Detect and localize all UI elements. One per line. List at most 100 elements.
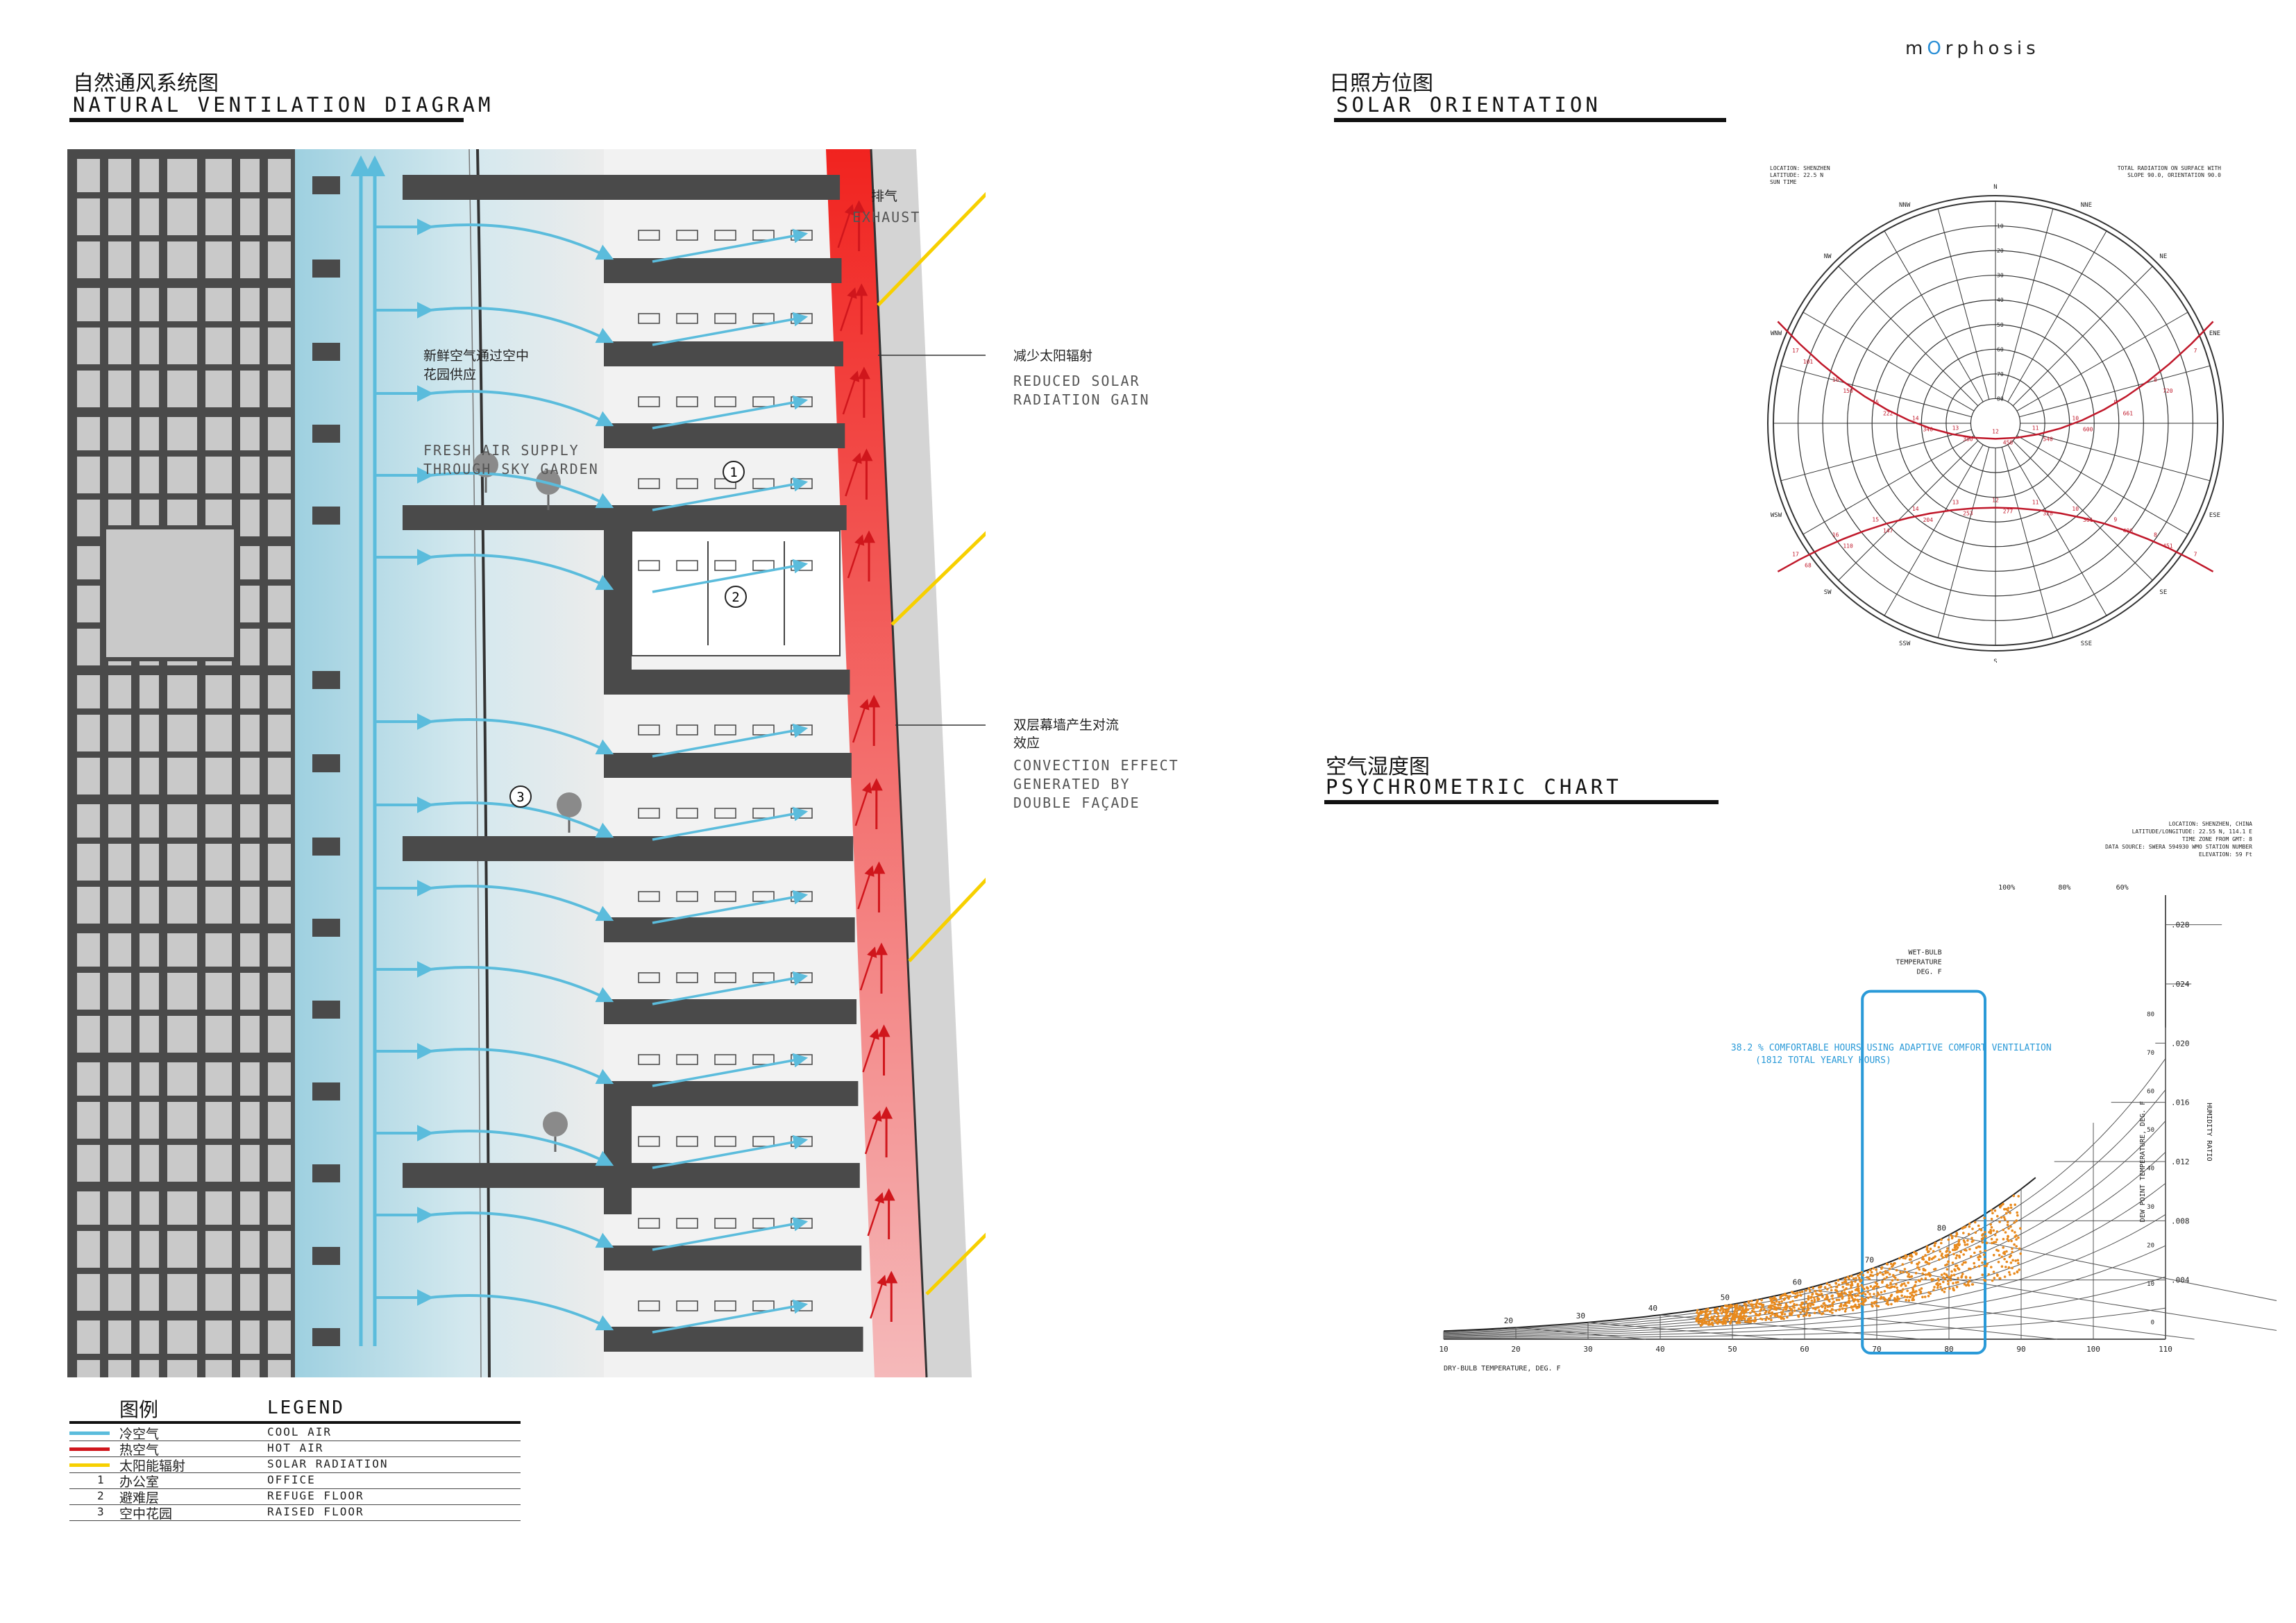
psy-rh-label: 100% xyxy=(1998,884,2015,892)
psy-data-point xyxy=(1899,1271,1902,1274)
psy-data-point xyxy=(1952,1289,1955,1292)
desk xyxy=(676,1054,698,1065)
psy-x-tick: 100 xyxy=(2086,1345,2100,1354)
sun-rad-lower: 451 xyxy=(2163,543,2173,549)
psy-data-point xyxy=(1981,1261,1984,1264)
desk xyxy=(714,560,736,571)
psy-data-point xyxy=(1707,1307,1710,1311)
sun-hour-lower: 10 xyxy=(2072,506,2079,512)
solar-title-rule xyxy=(1334,118,1726,122)
psy-data-point xyxy=(1955,1254,1959,1257)
sun-azimuth-line xyxy=(2018,365,2211,418)
psy-wb-line xyxy=(1587,1322,1783,1340)
brand-logo: mOrphosis xyxy=(1905,38,2040,59)
psy-data-point xyxy=(1890,1302,1893,1306)
psy-data-point xyxy=(2017,1236,2020,1239)
floor-slab xyxy=(403,175,841,200)
sun-azimuth-line xyxy=(2007,230,2107,402)
core-void xyxy=(102,525,238,661)
fresh-air-label-en-2: THROUGH SKY GARDEN xyxy=(423,461,599,477)
psy-data-point xyxy=(1936,1277,1940,1280)
desk xyxy=(752,230,775,241)
psy-data-point xyxy=(1825,1282,1829,1285)
sun-rad-upper: 222 xyxy=(1883,410,1893,416)
psy-x-tick: 30 xyxy=(1583,1345,1592,1354)
psy-data-point xyxy=(1813,1300,1816,1303)
sun-hour-lower: 9 xyxy=(2113,517,2117,523)
psy-data-point xyxy=(1823,1298,1827,1301)
psy-data-point xyxy=(1923,1295,1927,1298)
psy-data-point xyxy=(1848,1297,1850,1300)
psy-data-point xyxy=(1883,1290,1886,1293)
psy-data-point xyxy=(1950,1270,1953,1273)
desk xyxy=(676,560,698,571)
psy-data-point xyxy=(1778,1300,1781,1304)
sun-hour-upper: 8 xyxy=(2154,377,2157,383)
convection-label-zh-1: 双层幕墙产生对流 xyxy=(1013,717,1120,733)
psy-data-point xyxy=(1746,1320,1750,1323)
sun-azimuth-line xyxy=(2012,266,2153,407)
psy-data-point xyxy=(1775,1300,1778,1303)
psy-data-point xyxy=(1970,1255,1973,1258)
psy-data-point xyxy=(1941,1256,1944,1259)
psy-data-point xyxy=(1800,1290,1804,1293)
psy-x-tick: 60 xyxy=(1800,1345,1809,1354)
psy-data-point xyxy=(1952,1252,1955,1256)
solar-gain-label-zh: 减少太阳辐射 xyxy=(1013,348,1093,364)
psy-data-point xyxy=(1934,1255,1936,1258)
psy-data-point xyxy=(2014,1203,2016,1206)
psy-data-point xyxy=(1835,1298,1839,1302)
psy-data-point xyxy=(1759,1317,1762,1320)
psy-data-point xyxy=(1947,1282,1950,1286)
psy-dew-tick: 60 xyxy=(2147,1089,2154,1096)
psy-data-point xyxy=(1986,1262,1989,1266)
psy-data-point xyxy=(1896,1291,1898,1294)
psy-dew-tick: 80 xyxy=(2147,1012,2154,1019)
sun-direction-label: SW xyxy=(1824,589,1832,596)
psy-data-point xyxy=(1705,1320,1708,1323)
psy-data-point xyxy=(1873,1285,1876,1288)
psy-data-point xyxy=(1716,1318,1720,1320)
psy-comfort-text: 38.2 % COMFORTABLE HOURS USING ADAPTIVE … xyxy=(1731,1043,2052,1053)
psy-data-point xyxy=(1964,1243,1967,1246)
psy-data-point xyxy=(1915,1252,1918,1255)
psy-data-point xyxy=(2013,1221,2016,1224)
psy-data-point xyxy=(1789,1312,1791,1315)
psy-data-point xyxy=(2017,1195,2020,1198)
atrium-vent xyxy=(312,1001,340,1019)
psy-data-point xyxy=(2004,1266,2007,1268)
psy-data-point xyxy=(1904,1257,1907,1260)
floor-slab xyxy=(604,1081,859,1106)
sun-hour-lower: 12 xyxy=(1992,498,1999,504)
desk xyxy=(676,891,698,902)
psy-data-point xyxy=(1862,1273,1865,1277)
desk xyxy=(714,972,736,983)
psy-data-point xyxy=(1964,1261,1967,1264)
legend-label-en: OFFICE xyxy=(267,1473,316,1486)
psy-data-point xyxy=(1726,1318,1729,1321)
psy-data-point xyxy=(1952,1286,1955,1290)
psy-hr-tick: .012 xyxy=(2171,1157,2190,1166)
psy-data-point xyxy=(1796,1291,1799,1294)
sun-rad-lower: 328 xyxy=(2043,511,2053,517)
psy-data-point xyxy=(1943,1272,1946,1275)
psy-data-point xyxy=(1993,1277,1996,1280)
psy-data-point xyxy=(1961,1273,1964,1275)
psy-data-point xyxy=(1851,1309,1855,1311)
psy-data-point xyxy=(2016,1214,2019,1217)
psy-data-point xyxy=(1857,1285,1860,1288)
psy-data-point xyxy=(1993,1241,1995,1244)
psy-data-point xyxy=(1990,1238,1993,1241)
hot-air-curve xyxy=(847,534,865,579)
psy-info: LOCATION: SHENZHEN, CHINA xyxy=(2169,821,2253,827)
desk xyxy=(676,724,698,736)
psy-data-point xyxy=(1962,1239,1966,1242)
psy-data-point xyxy=(1745,1315,1748,1318)
psy-data-point xyxy=(1737,1308,1741,1311)
desk xyxy=(638,1300,660,1311)
psy-data-point xyxy=(1871,1305,1874,1308)
psy-data-point xyxy=(1962,1261,1966,1264)
sun-direction-label: S xyxy=(1993,658,1997,663)
core-column xyxy=(67,149,77,1377)
